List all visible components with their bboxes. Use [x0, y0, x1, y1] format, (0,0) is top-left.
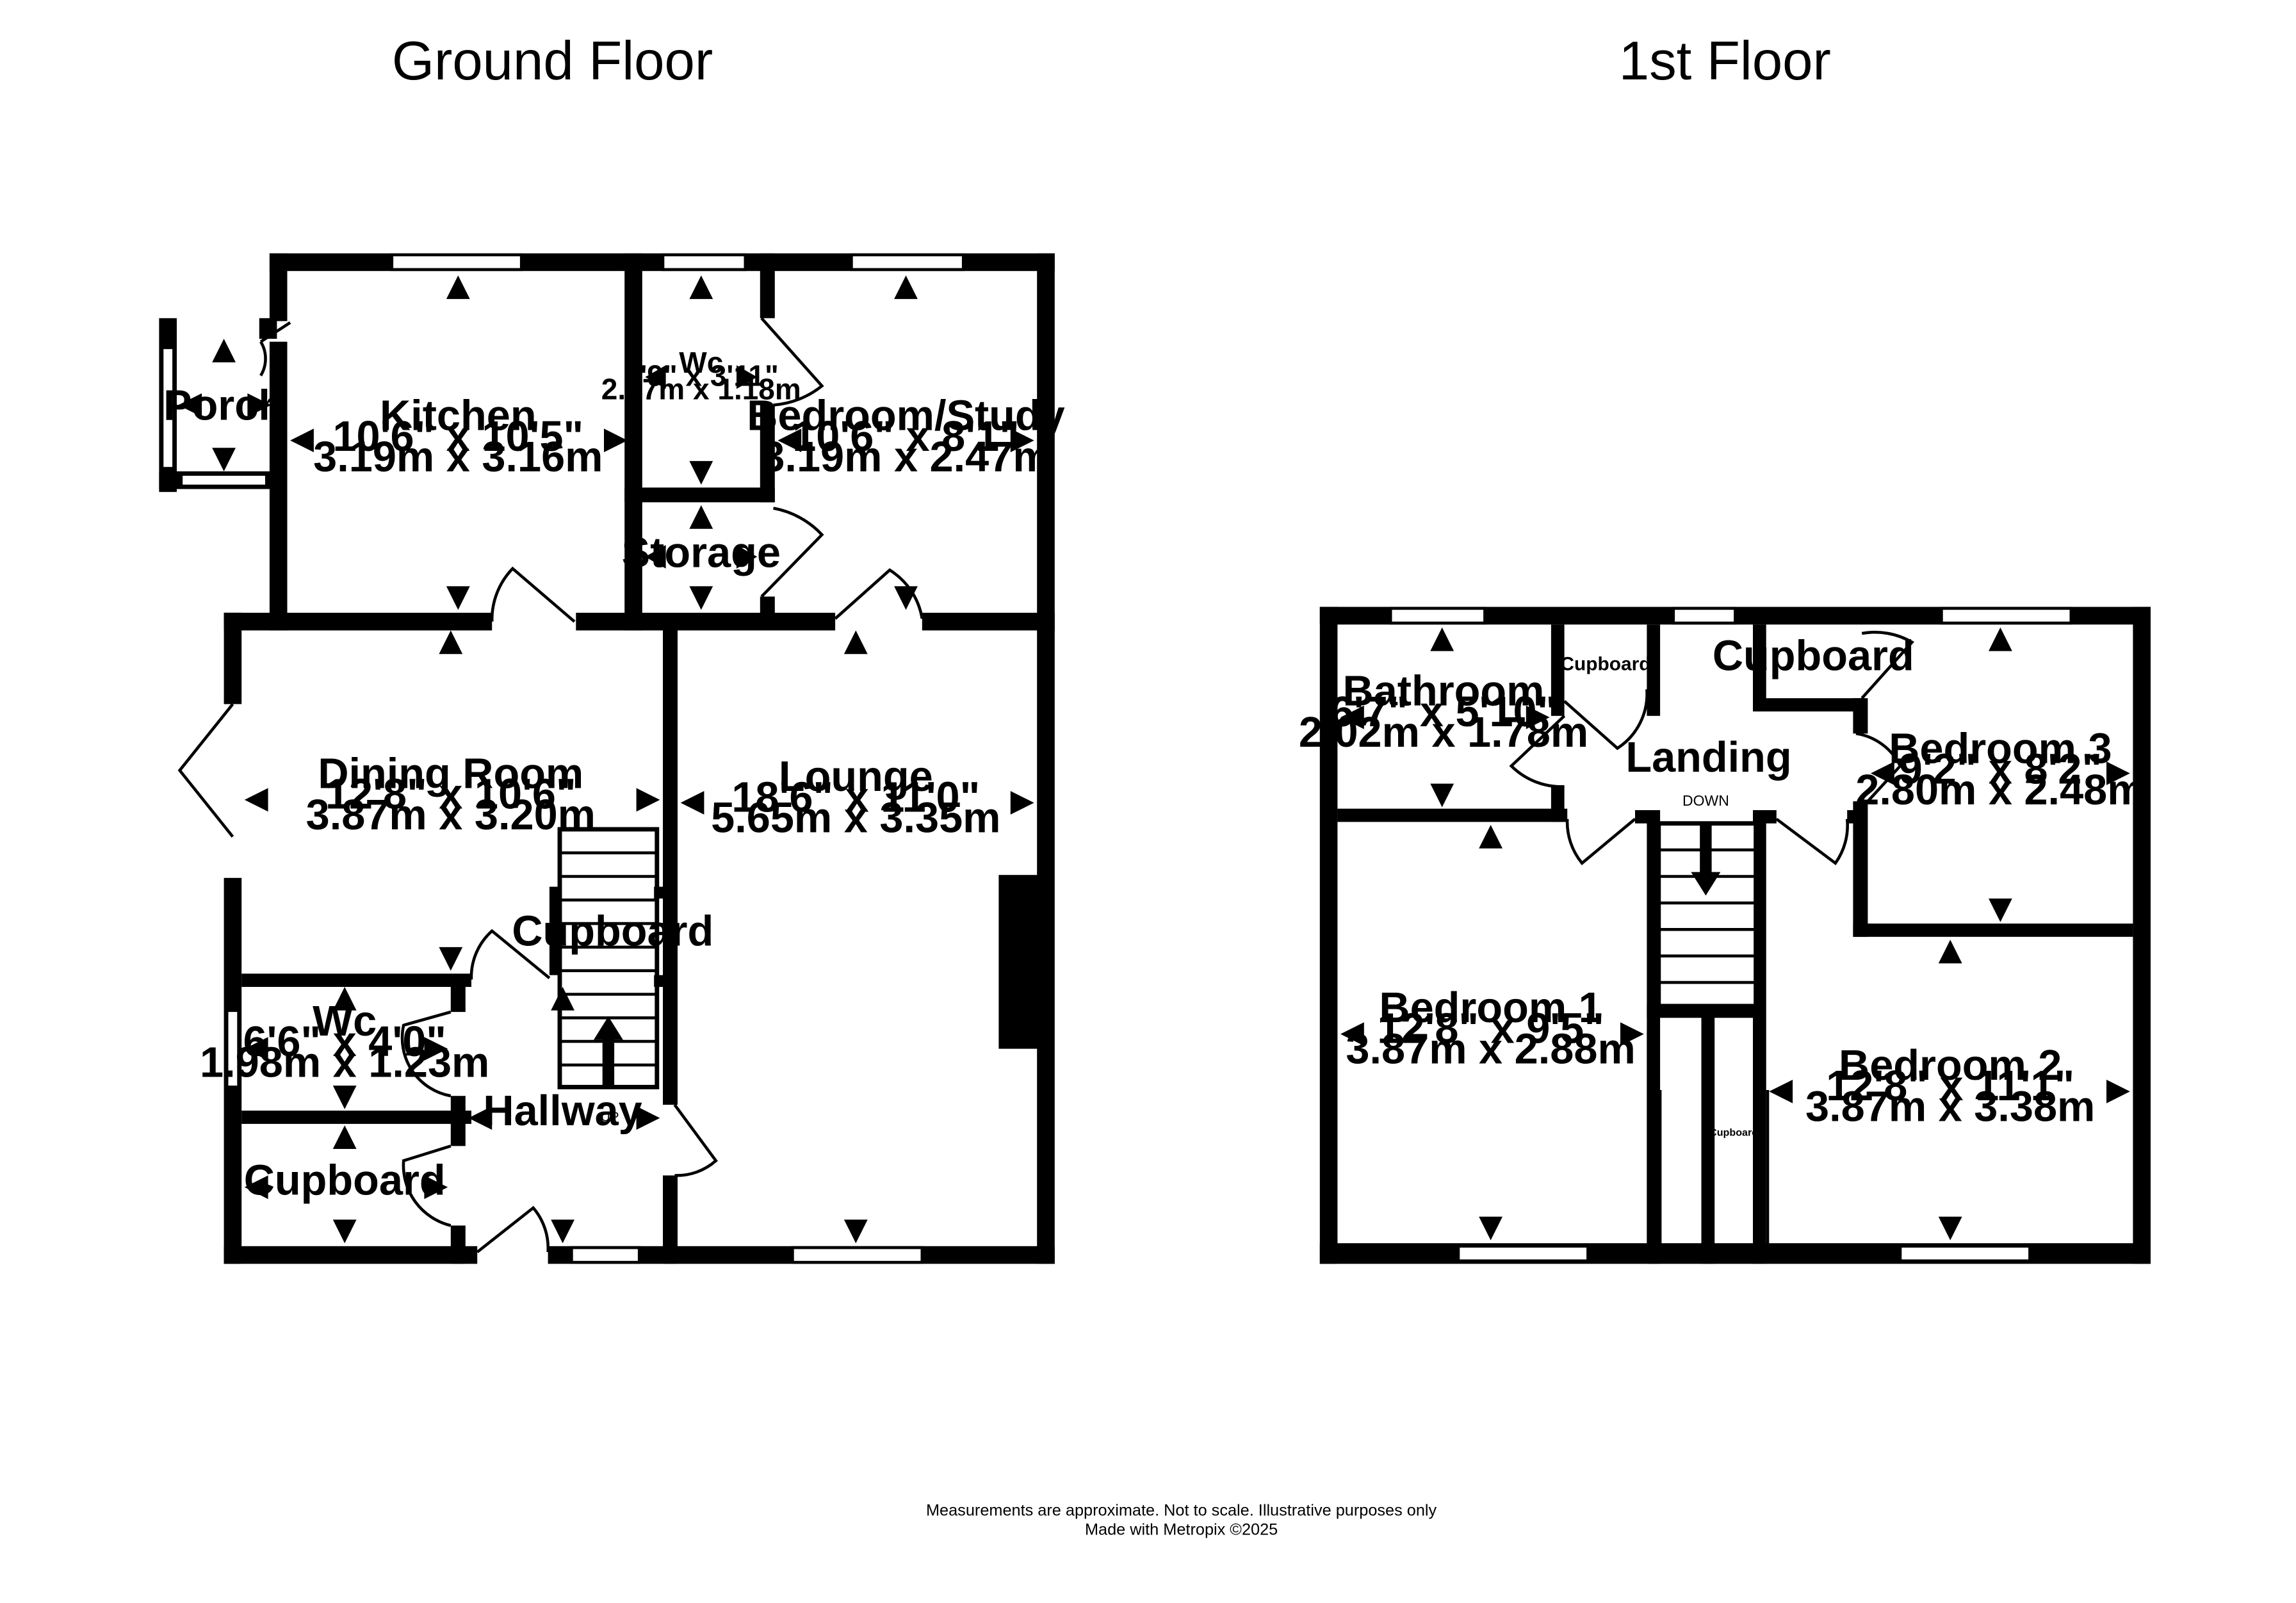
room-cupboard-b: Cupboard [1713, 633, 1914, 680]
dimension-arrows [178, 275, 2130, 1244]
room-dimension-imperial: 12'8" x 11'1" [1826, 1062, 2074, 1110]
disclaimer-text: Measurements are approximate. Not to sca… [926, 1502, 1437, 1520]
room-name: Cupboard [1713, 633, 1914, 680]
room-name: Cupboard [512, 908, 713, 956]
first-floor-windows [1388, 606, 2073, 1263]
room-dimension-imperial: 10'6" x 8'1" [792, 413, 1020, 460]
room-name: Cupboard [244, 1157, 446, 1204]
room-name: Wc [313, 998, 377, 1045]
room-name: Bedroom/Study [747, 393, 1064, 440]
room-cupboard-stairs: Cupboard [512, 908, 713, 956]
room-dimension-metric: 3.19m x 2.47m [761, 434, 1050, 481]
first-floor-stairs [1656, 821, 1759, 1009]
room-dimension-imperial: 10'6" x 10'5" [332, 413, 583, 460]
room-cupboard-a: Cupboard [1560, 654, 1650, 675]
room-cupboard-small: Cupboard [1709, 1127, 1758, 1138]
room-porch: Porch [163, 382, 284, 430]
room-name: Hallway [483, 1087, 642, 1135]
room-dimension-imperial: 6'6" x 4'0" [243, 1018, 446, 1066]
room-name: Lounge [779, 753, 933, 801]
room-dimension-metric: 5.65m x 3.35m [711, 795, 1000, 842]
room-bedroom-3: Bedroom 3 9'2" x 8'2" 2.80m x 2.48m [1855, 725, 2145, 813]
room-kitchen: Kitchen 10'6" x 10'5" 3.19m x 3.16m [313, 393, 603, 481]
room-dimension-metric: 2.07m x 1.18m [601, 372, 801, 405]
room-cupboard-lower: Cupboard [244, 1157, 446, 1204]
ground-floor-stairs [557, 827, 663, 1089]
room-dimension-imperial: 6'9" x 3'11" [624, 359, 779, 393]
room-name: Bedroom 2 [1839, 1042, 2062, 1089]
room-storage: Storage [622, 530, 781, 577]
room-name: Cupboard [1560, 654, 1650, 675]
room-dimension-metric: 3.87m x 2.88m [1346, 1026, 1635, 1073]
first-floor-doors [1509, 630, 1914, 866]
ground-floor-title: Ground Floor [392, 31, 713, 92]
room-dimension-metric: 3.87m x 3.20m [306, 792, 596, 839]
room-dimension-metric: 2.80m x 2.48m [1855, 767, 2145, 814]
credit-text: Made with Metropix ©2025 [1085, 1521, 1278, 1539]
room-dimension-imperial: 9'2" x 8'2" [1899, 746, 2102, 793]
room-dimension-metric: 2.02m x 1.78m [1299, 709, 1588, 756]
room-bedroom-2: Bedroom 2 12'8" x 11'1" 3.87m x 3.38m [1805, 1042, 2095, 1130]
room-name: Storage [622, 530, 781, 577]
room-dimension-metric: 3.87m x 3.38m [1805, 1083, 2095, 1130]
room-name: Bedroom 3 [1889, 725, 2112, 772]
first-floor-title: 1st Floor [1619, 31, 1831, 92]
room-dimension-metric: 1.98m x 1.23m [200, 1039, 489, 1086]
room-name: Kitchen [380, 393, 537, 440]
room-name: Landing [1625, 734, 1791, 781]
room-name: Cupboard [1709, 1127, 1758, 1138]
room-name: Porch [163, 382, 284, 430]
room-lounge: Lounge 18'6" x 11'0" 5.65m x 3.35m [711, 753, 1000, 842]
room-name: Bathroom [1343, 668, 1545, 715]
room-hallway: Hallway UP [483, 1087, 642, 1135]
stairs-up-label: UP [601, 1109, 619, 1124]
stairs-down-label: DOWN [1682, 792, 1729, 809]
room-wc-lower: Wc 6'6" x 4'0" 1.98m x 1.23m [200, 998, 489, 1086]
room-dining-room: Dining Room 12'8" x 10'6" 3.87m x 3.20m [306, 751, 596, 839]
room-dimension-imperial: 18'6" x 11'0" [731, 774, 980, 821]
room-bedroom-1: Bedroom 1 12'8" x 9'5" 3.87m x 2.88m [1346, 984, 1635, 1073]
room-dimension-imperial: 12'8" x 9'5" [1377, 1005, 1604, 1052]
room-bathroom: Bathroom 6'7" x 5'10" 2.02m x 1.78m [1299, 668, 1588, 756]
room-name: Wc [679, 346, 723, 379]
room-wc-upper: Wc 6'9" x 3'11" 2.07m x 1.18m [601, 346, 801, 405]
room-dimension-metric: 3.19m x 3.16m [313, 434, 603, 481]
room-bedroom-study: Bedroom/Study 10'6" x 8'1" 3.19m x 2.47m [747, 393, 1064, 481]
room-name: Dining Room [318, 751, 583, 798]
room-dimension-imperial: 6'7" x 5'10" [1330, 688, 1558, 736]
room-dimension-imperial: 12'8" x 10'6" [325, 771, 576, 818]
room-name: Bedroom 1 [1379, 984, 1602, 1032]
ground-floor-windows [160, 253, 965, 1264]
room-landing: Landing DOWN [1625, 734, 1791, 809]
